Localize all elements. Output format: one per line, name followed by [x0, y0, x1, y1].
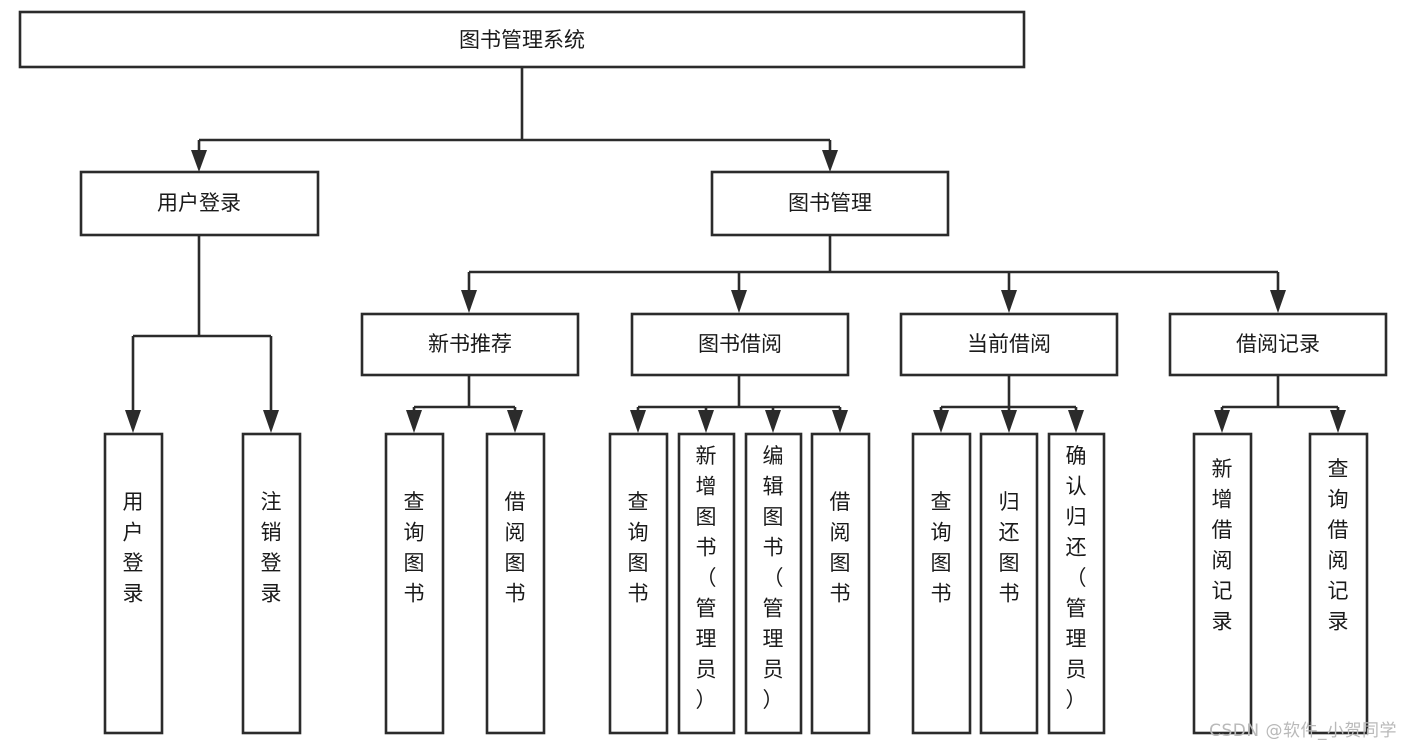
- node-book-borrow[interactable]: 图书借阅: [630, 312, 850, 377]
- node-leaf-edit-book-admin-label: 编辑图书（管理员）: [763, 444, 784, 712]
- node-book-borrow-box[interactable]: [630, 312, 850, 377]
- node-book-manage-box[interactable]: [710, 170, 950, 237]
- node-leaf-query-book-2[interactable]: 查询图书: [608, 432, 669, 735]
- arrow-leaf-query-record: [1330, 410, 1346, 433]
- node-new-book-rec[interactable]: 新书推荐: [360, 312, 580, 377]
- node-leaf-query-record-label: 查询借阅记录: [1328, 457, 1349, 634]
- arrow-borrow-record: [1270, 290, 1286, 313]
- node-leaf-add-book-admin[interactable]: 新增图书（管理员）: [677, 432, 736, 735]
- node-leaf-confirm-return-admin-label: 确认归还（管理员）: [1066, 444, 1087, 712]
- arrow-current-borrow: [1001, 290, 1017, 313]
- arrow-leaf-borrow-book-2: [832, 410, 848, 433]
- node-leaf-confirm-return-admin[interactable]: 确认归还（管理员）: [1047, 432, 1106, 735]
- node-leaf-add-record[interactable]: 新增借阅记录: [1192, 432, 1253, 735]
- node-leaf-borrow-book-1-label: 借阅图书: [505, 490, 526, 606]
- node-leaf-query-book-3-label: 查询图书: [931, 490, 952, 606]
- connector-layer: [125, 67, 1346, 433]
- node-leaf-add-book-admin-box[interactable]: [677, 432, 736, 735]
- arrow-leaf-edit-book-admin: [765, 410, 781, 433]
- arrow-leaf-query-book-1: [406, 410, 422, 433]
- node-user-login-box[interactable]: [79, 170, 320, 237]
- node-new-book-rec-label: 新书推荐: [428, 332, 512, 356]
- node-root-box[interactable]: [18, 10, 1026, 69]
- node-leaf-query-book-3[interactable]: 查询图书: [911, 432, 972, 735]
- node-new-book-rec-box[interactable]: [360, 312, 580, 377]
- node-root[interactable]: 图书管理系统: [18, 10, 1026, 69]
- node-leaf-logout-box[interactable]: [241, 432, 302, 735]
- arrow-leaf-return-book: [1001, 410, 1017, 433]
- node-root-label: 图书管理系统: [459, 28, 585, 52]
- node-leaf-query-book-2-label: 查询图书: [628, 490, 649, 606]
- node-book-manage[interactable]: 图书管理: [710, 170, 950, 237]
- arrow-book-borrow: [731, 290, 747, 313]
- node-leaf-add-record-box[interactable]: [1192, 432, 1253, 735]
- arrow-leaf-add-book-admin: [698, 410, 714, 433]
- node-borrow-record[interactable]: 借阅记录: [1168, 312, 1388, 377]
- node-leaf-logout-label: 注销登录: [261, 490, 282, 606]
- arrow-user-login: [191, 150, 207, 172]
- node-leaf-return-book-label: 归还图书: [999, 490, 1020, 606]
- node-leaf-add-record-label: 新增借阅记录: [1212, 457, 1233, 634]
- arrow-leaf-add-record: [1214, 410, 1230, 433]
- node-leaf-return-book[interactable]: 归还图书: [979, 432, 1039, 735]
- arrow-new-book-rec: [461, 290, 477, 313]
- node-leaf-query-record-box[interactable]: [1308, 432, 1369, 735]
- node-leaf-return-book-box[interactable]: [979, 432, 1039, 735]
- arrow-leaf-query-book-3: [933, 410, 949, 433]
- node-leaf-query-book-1-label: 查询图书: [404, 490, 425, 606]
- node-borrow-record-label: 借阅记录: [1236, 332, 1320, 356]
- arrow-leaf-user-login: [125, 410, 141, 433]
- node-leaf-borrow-book-2-label: 借阅图书: [830, 490, 851, 606]
- arrow-book-manage: [822, 150, 838, 172]
- node-book-manage-label: 图书管理: [788, 191, 872, 215]
- csdn-watermark: CSDN @软件_小贺同学: [1209, 721, 1397, 741]
- node-leaf-borrow-book-2[interactable]: 借阅图书: [810, 432, 871, 735]
- node-leaf-query-record[interactable]: 查询借阅记录: [1308, 432, 1369, 735]
- node-current-borrow-box[interactable]: [899, 312, 1119, 377]
- node-user-login[interactable]: 用户登录: [79, 170, 320, 237]
- node-leaf-logout[interactable]: 注销登录: [241, 432, 302, 735]
- node-leaf-user-login-label: 用户登录: [123, 490, 144, 606]
- node-leaf-add-book-admin-label: 新增图书（管理员）: [696, 444, 717, 712]
- node-leaf-borrow-book-1-box[interactable]: [485, 432, 546, 735]
- node-book-borrow-label: 图书借阅: [698, 332, 782, 356]
- node-leaf-query-book-1-box[interactable]: [384, 432, 445, 735]
- node-leaf-edit-book-admin-box[interactable]: [744, 432, 803, 735]
- arrow-leaf-confirm-return: [1068, 410, 1084, 433]
- node-current-borrow-label: 当前借阅: [967, 332, 1051, 356]
- arrow-leaf-query-book-2: [630, 410, 646, 433]
- node-user-login-label: 用户登录: [157, 191, 241, 215]
- node-leaf-user-login-box[interactable]: [103, 432, 164, 735]
- node-borrow-record-box[interactable]: [1168, 312, 1388, 377]
- node-leaf-query-book-1[interactable]: 查询图书: [384, 432, 445, 735]
- node-leaf-user-login[interactable]: 用户登录: [103, 432, 164, 735]
- node-leaf-query-book-2-box[interactable]: [608, 432, 669, 735]
- node-leaf-confirm-return-admin-box[interactable]: [1047, 432, 1106, 735]
- node-leaf-borrow-book-2-box[interactable]: [810, 432, 871, 735]
- node-leaf-edit-book-admin[interactable]: 编辑图书（管理员）: [744, 432, 803, 735]
- node-leaf-borrow-book-1[interactable]: 借阅图书: [485, 432, 546, 735]
- node-current-borrow[interactable]: 当前借阅: [899, 312, 1119, 377]
- arrow-leaf-logout: [263, 410, 279, 433]
- arrow-leaf-borrow-book-1: [507, 410, 523, 433]
- node-leaf-query-book-3-box[interactable]: [911, 432, 972, 735]
